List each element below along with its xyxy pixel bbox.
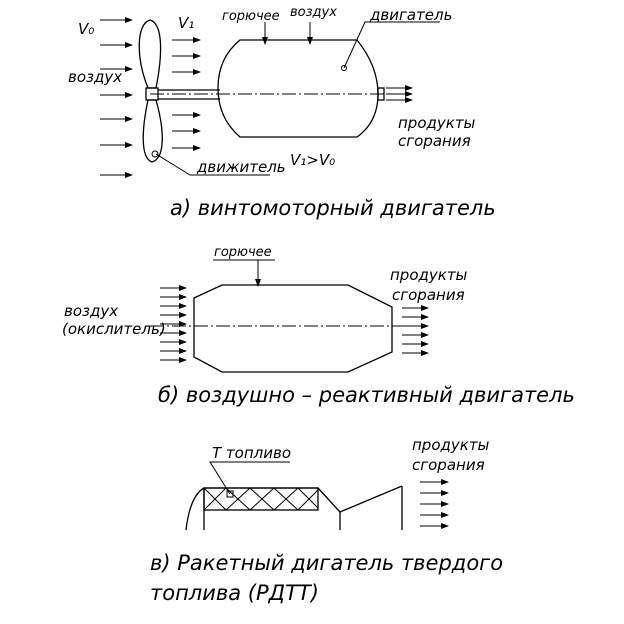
rocket-products-label-line1: продукты [412, 436, 490, 454]
propeller [138, 19, 163, 163]
rocket-nozzle-top [339, 485, 403, 513]
engine-label: двигатель [369, 6, 452, 24]
propeller-blade-bottom [142, 99, 163, 163]
engine-leader-point [341, 65, 347, 71]
caption-a: а) винтомоторный двигатель [170, 196, 496, 220]
engine-body [217, 39, 379, 138]
propellant-leader-point [226, 490, 234, 498]
air-top-label: воздух [290, 5, 337, 20]
air-label: воздух [68, 68, 122, 86]
fuel-label: горючее [222, 9, 280, 24]
rocket-front-dome [185, 487, 205, 531]
propeller-point [151, 150, 159, 158]
propellant-grain [203, 487, 319, 511]
caption-c-line1: в) Ракетный дигатель твердого [150, 551, 503, 575]
engine-leader-line [343, 21, 440, 69]
v1-label: V₁ [178, 14, 194, 32]
caption-c-line2: топлива (РДТТ) [150, 581, 319, 605]
jet-air-label-line1: воздух [64, 302, 118, 320]
drive-shaft [158, 89, 220, 100]
incoming-air-arrows [100, 17, 133, 178]
jet-products-label-line2: сгорания [392, 286, 465, 304]
propeller-blade-top [138, 19, 162, 89]
exhaust-arrows [386, 85, 413, 103]
intake-arrows [160, 285, 187, 363]
jet-exhaust-arrows [402, 305, 429, 356]
caption-b: б) воздушно – реактивный двигатель [158, 383, 575, 407]
products-label-line1: продукты [398, 114, 476, 132]
diagram-a-propeller-engine: V₀ V₁ воздух горючее воздух двигатель пр… [68, 5, 496, 220]
jet-products-label-line1: продукты [390, 266, 468, 284]
speed-relation-label: V₁>V₀ [290, 151, 335, 169]
propulsor-leader-line [155, 153, 270, 176]
propellant-leader-line [209, 461, 290, 495]
rocket-exhaust-arrows [420, 479, 449, 529]
propulsor-label: движитель [196, 158, 286, 176]
accelerated-air-arrows [172, 37, 201, 151]
propellant-label: Т топливо [212, 444, 291, 462]
products-label-line2: сгорания [398, 132, 471, 150]
rocket-casing-taper [317, 487, 341, 513]
diagram-c-solid-rocket-motor: Т топливо продукты сгорания в) Ракетный … [150, 436, 503, 605]
jet-fuel-label: горючее [214, 245, 272, 260]
v0-label: V₀ [78, 20, 94, 38]
jet-engine-body [193, 284, 393, 373]
diagram-b-air-jet-engine: горючее продукты сгорания воздух (окисли… [62, 245, 575, 407]
rocket-products-label-line2: сгорания [412, 456, 485, 474]
jet-air-label-line2: (окислитель) [62, 320, 166, 338]
